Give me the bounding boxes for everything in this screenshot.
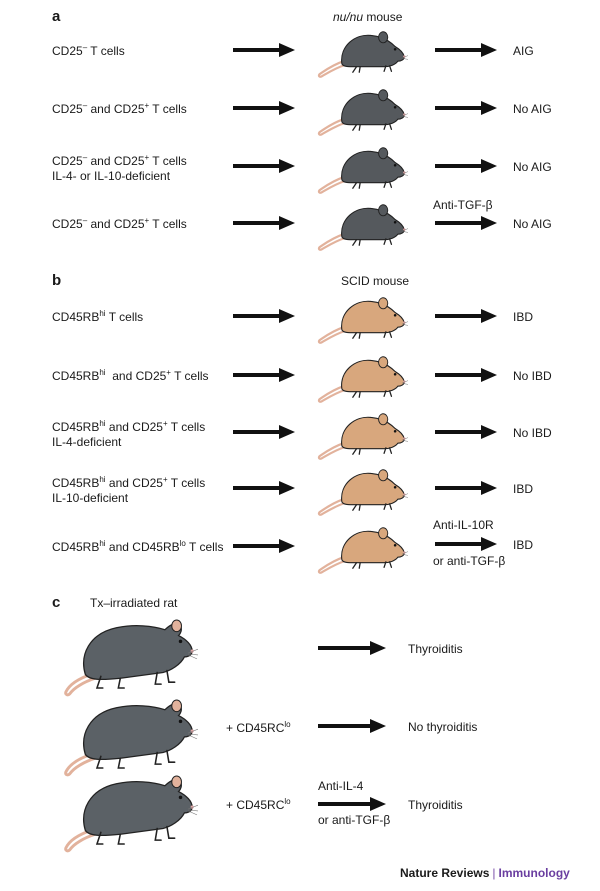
panel-b-row-4-line2: IL-10-deficient — [52, 491, 129, 505]
panel-a-header: nu/nu mouse — [333, 10, 402, 24]
panel-a-row-4-treatment: Anti-TGF-β — [433, 198, 493, 212]
panel-a-row-1-label: CD25– T cells — [52, 43, 125, 59]
panel-b-row-1-arrow-in — [233, 309, 295, 323]
panel-b-row-4-result: IBD — [513, 482, 534, 496]
panel-a-letter: a — [52, 8, 61, 25]
panel-b-row-5-treatment-top: Anti-IL-10R — [433, 518, 494, 532]
nude-mouse-icon — [316, 24, 408, 80]
panel-b-row-2-label: CD45RBhi and CD25+ T cells — [52, 368, 209, 384]
rat-icon — [62, 610, 198, 698]
panel-a-row-3-line2: IL-4- or IL-10-deficient — [52, 169, 171, 183]
panel-b-row-1-arrow-out — [435, 309, 497, 323]
panel-a-row-1-result: AIG — [513, 44, 534, 58]
scid-mouse-icon — [316, 349, 408, 405]
panel-b-row-2-arrow-in — [233, 368, 295, 382]
panel-c-letter: c — [52, 594, 61, 611]
journal-separator: | — [492, 866, 496, 880]
panel-c-row-1-arrow — [318, 641, 386, 655]
panel-a-row-2-label: CD25– and CD25+ T cells — [52, 101, 187, 117]
panel-c-row-3-treatment-top: Anti-IL-4 — [318, 779, 364, 793]
panel-c-row-1-result: Thyroiditis — [408, 642, 463, 656]
rat-icon — [62, 690, 198, 778]
panel-a-header-italic: nu/nu — [333, 10, 364, 24]
panel-b-row-3-arrow-out — [435, 425, 497, 439]
scid-mouse-icon — [316, 290, 408, 346]
panel-a-row-2-arrow-in — [233, 101, 295, 115]
nude-mouse-icon — [316, 140, 408, 196]
panel-b-row-5-arrow-out — [435, 537, 497, 551]
panel-a-row-1-arrow-in — [233, 43, 295, 57]
panel-c-header: Tx–irradiated rat — [90, 596, 178, 610]
panel-a-row-4-arrow-out — [435, 216, 497, 230]
scid-mouse-icon — [316, 520, 408, 576]
panel-c-row-3-arrow — [318, 797, 386, 811]
panel-b-row-3-result: No IBD — [513, 426, 552, 440]
panel-c-row-3-treatment-bottom: or anti-TGF-β — [318, 813, 391, 827]
journal-credit: Nature Reviews|Immunology — [400, 866, 570, 880]
panel-b-row-5-result: IBD — [513, 538, 534, 552]
panel-c-row-3-result: Thyroiditis — [408, 798, 463, 812]
panel-c-row-2-arrow — [318, 719, 386, 733]
panel-a-row-3-arrow-out — [435, 159, 497, 173]
panel-c-row-3-addition: + CD45RClo — [226, 797, 291, 813]
journal-name: Immunology — [498, 866, 570, 880]
panel-b-row-1-label: CD45RBhi T cells — [52, 309, 144, 325]
panel-b-row-3-line2: IL-4-deficient — [52, 435, 122, 449]
panel-a-row-3-result: No AIG — [513, 160, 552, 174]
panel-b-row-2-result: No IBD — [513, 369, 552, 383]
nude-mouse-icon — [316, 82, 408, 138]
nude-mouse-icon — [316, 197, 408, 253]
panel-c-row-2-result: No thyroiditis — [408, 720, 478, 734]
panel-b-row-4-arrow-out — [435, 481, 497, 495]
panel-b-header: SCID mouse — [341, 274, 410, 288]
panel-b-row-3-arrow-in — [233, 425, 295, 439]
panel-b-row-5-treatment-bottom: or anti-TGF-β — [433, 554, 506, 568]
panel-c-row-2-addition: + CD45RClo — [226, 720, 291, 736]
panel-a-row-4-label: CD25– and CD25+ T cells — [52, 216, 187, 232]
panel-a-header-rest: mouse — [363, 10, 403, 24]
panel-a-row-2-result: No AIG — [513, 102, 552, 116]
panel-b-letter: b — [52, 272, 62, 289]
panel-b-row-1-result: IBD — [513, 310, 534, 324]
scid-mouse-icon — [316, 406, 408, 462]
panel-a-row-1-arrow-out — [435, 43, 497, 57]
panel-b-row-5-arrow-in — [233, 539, 295, 553]
panel-a-row-4-arrow-in — [233, 216, 295, 230]
panel-a-row-4-result: No AIG — [513, 217, 552, 231]
journal-brand: Nature Reviews — [400, 866, 490, 880]
panel-a-row-3-arrow-in — [233, 159, 295, 173]
panel-b-row-2-arrow-out — [435, 368, 497, 382]
panel-b-row-5-label: CD45RBhi and CD45RBlo T cells — [52, 539, 224, 555]
scid-mouse-icon — [316, 462, 408, 518]
rat-icon — [62, 766, 198, 854]
panel-a-row-2-arrow-out — [435, 101, 497, 115]
panel-b-row-4-arrow-in — [233, 481, 295, 495]
